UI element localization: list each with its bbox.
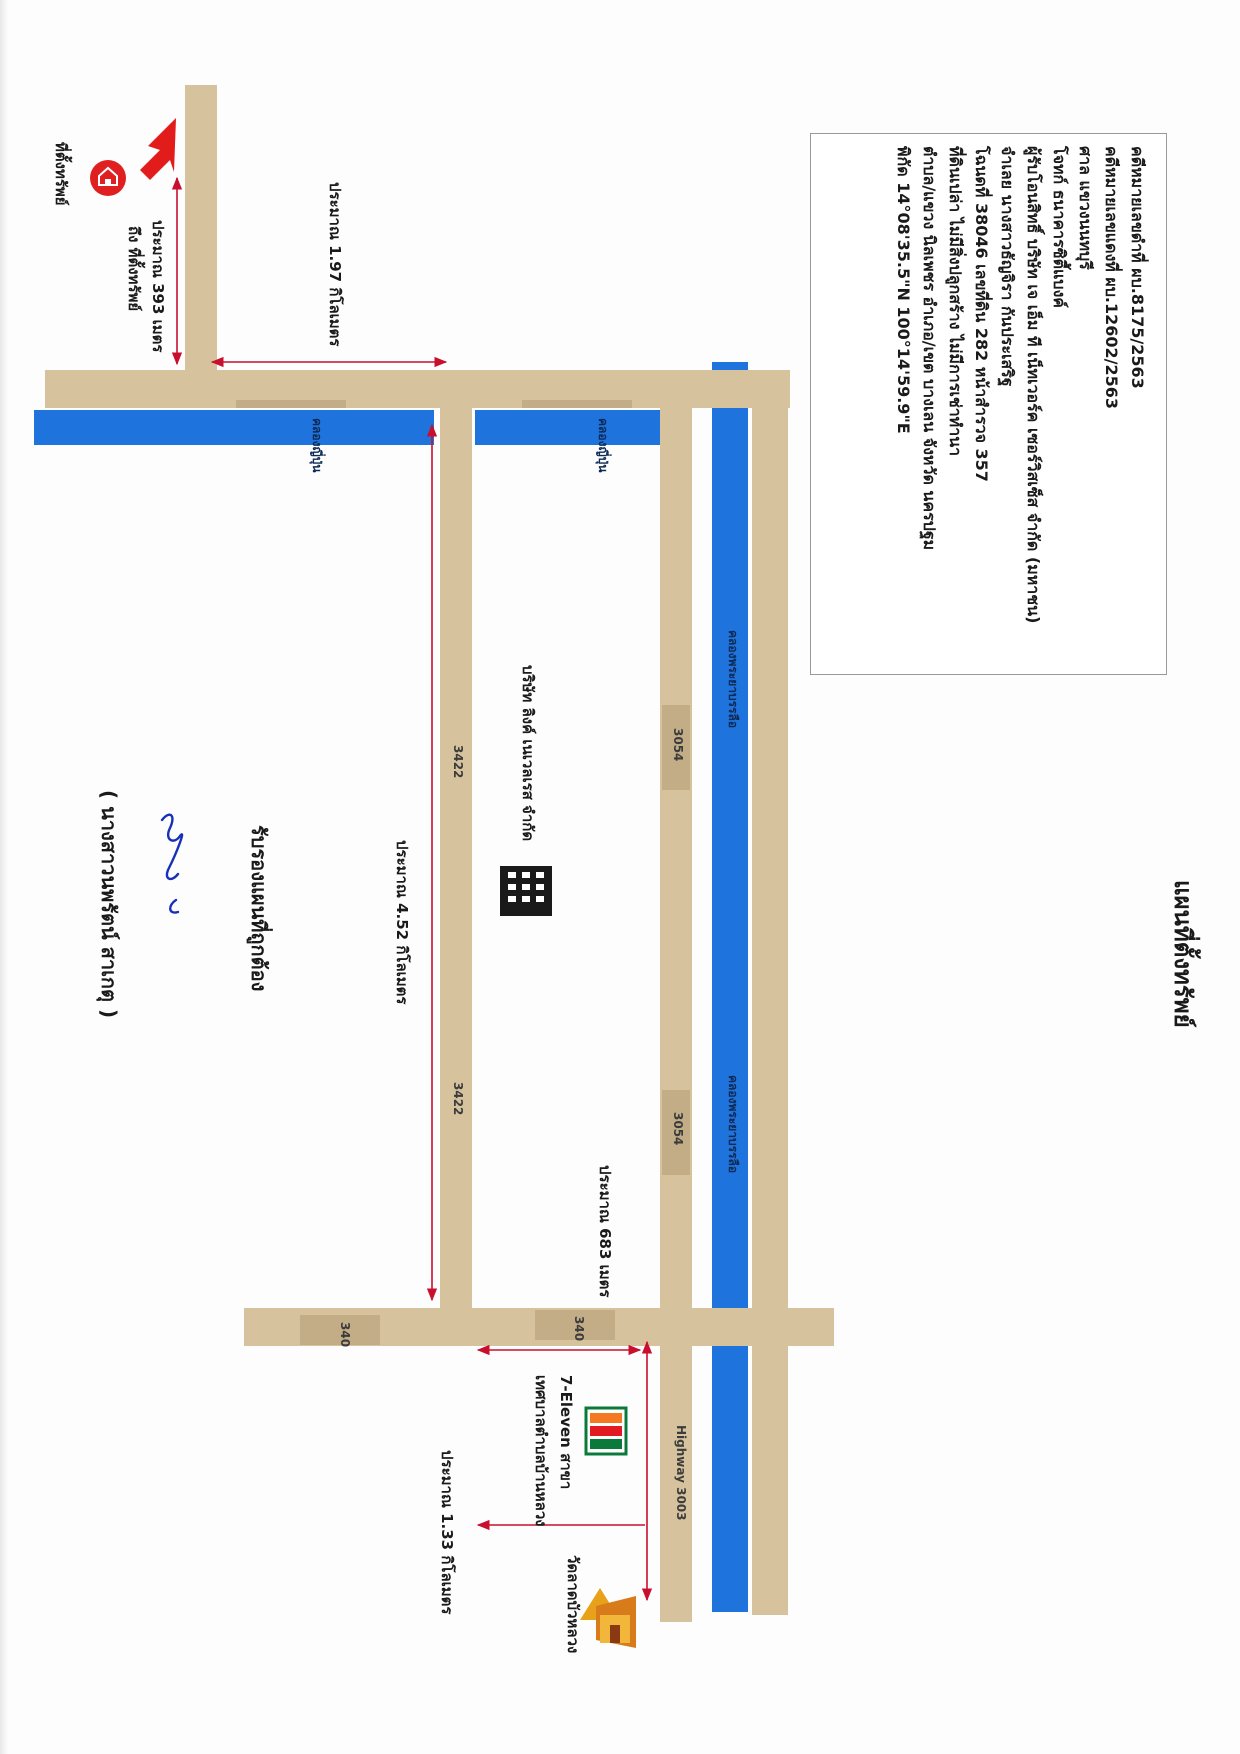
seven-eleven-label: 7-Eleven สาขา xyxy=(557,1375,575,1490)
assignee-name: ผู้รับโอนสิทธิ์ บริษัท เจ เอ็ม ที เน็ทเว… xyxy=(1024,146,1043,624)
canal-label-2: คลองพระยาบรรลือ xyxy=(726,1075,740,1174)
company-label: บริษัท ลิงค์ เนเวลเรส จำกัด xyxy=(519,665,537,842)
signature-icon xyxy=(160,813,184,914)
klong-yipun-label-1: คลองญี่ปุ่น xyxy=(310,418,324,473)
property-note-label: ถึง ที่ตั้งทรัพย์ xyxy=(125,226,143,312)
shield-340-b xyxy=(300,1315,380,1345)
distance-683-label: ประมาณ 683 เมตร xyxy=(596,1165,614,1298)
coordinates-text: พิกัด 14°08'35.5"N 100°14'59.9"E xyxy=(894,146,913,434)
distance-452-label: ประมาณ 4.52 กิโลเมตร xyxy=(393,840,411,1005)
road-horizontal-top xyxy=(45,370,790,408)
shield-3054-b xyxy=(662,1090,690,1175)
defendant-name: จำเลย นางสาวธัญจิรา กันประเสริฐ xyxy=(998,146,1017,387)
shield-340-a xyxy=(535,1310,615,1340)
page-title: แผนที่ตั้งทรัพย์ xyxy=(1169,880,1197,1028)
route-3422-label-b: 3422 xyxy=(451,1082,465,1116)
distance-393-label: ประมาณ 393 เมตร xyxy=(149,220,167,353)
road-3054 xyxy=(660,407,692,1622)
canal-vertical xyxy=(712,362,748,1612)
distance-133-label: ประมาณ 1.33 กิโลเมตร xyxy=(438,1450,456,1615)
municipality-label: เทศบาลตำบลบ้านหลวง xyxy=(532,1375,550,1527)
distance-197-label: ประมาณ 1.97 กิโลเมตร xyxy=(326,182,344,347)
road-outer-vertical xyxy=(752,370,788,1615)
red-case-number: คดีหมายเลขแดงที่ ผบ.12602/2563 xyxy=(1102,146,1121,410)
canal-horizontal-right xyxy=(475,410,665,445)
shield-klong-2 xyxy=(522,400,632,408)
location-text: ตำบล/แขวง นิลเพชร อำเภอ/เขต บางเลน จังหว… xyxy=(920,146,939,551)
canal-horizontal-left xyxy=(34,410,434,445)
black-case-number: คดีหมายเลขดำที่ ผบ.8175/2563 xyxy=(1128,146,1147,389)
highway-3003-label: Highway 3003 xyxy=(674,1425,688,1521)
page-edge xyxy=(0,0,8,1754)
deed-number: โฉนดที่ 38046 เลขที่ดิน 282 หน้าสำรวจ 35… xyxy=(972,146,991,482)
road-top-vertical xyxy=(185,85,217,370)
temple-label: วัดลาดบัวหลวง xyxy=(564,1555,582,1654)
signer-name: ( นางสาวนพรัตน์ สาเกตุ ) xyxy=(97,790,121,1019)
temple-icon xyxy=(580,1588,636,1648)
case-info-box: คดีหมายเลขดำที่ ผบ.8175/2563 คดีหมายเลขแ… xyxy=(810,133,1167,675)
land-status: ที่ดินเปล่า ไม่มีสิ่งปลูกสร้าง ไม่มีการเ… xyxy=(946,146,965,457)
route-3054-label-b: 3054 xyxy=(671,1112,685,1146)
certify-heading: รับรองแผนที่ถูกต้อง xyxy=(247,825,271,992)
house-marker-icon xyxy=(90,160,126,196)
route-3422-label-a: 3422 xyxy=(451,745,465,779)
red-arrow-icon xyxy=(140,118,176,180)
building-icon xyxy=(500,866,552,916)
klong-yipun-label-2: คลองญี่ปุ่น xyxy=(596,418,610,473)
property-label: ที่ตั้งทรัพย์ xyxy=(52,142,70,206)
seven-eleven-icon xyxy=(584,1406,628,1456)
canal-label-1: คลองพระยาบรรลือ xyxy=(726,630,740,729)
shield-klong-1 xyxy=(236,400,346,408)
court-name: ศาล แขวงนนทบุรี xyxy=(1076,146,1095,270)
route-340-label-b: 340 xyxy=(338,1322,352,1348)
plaintiff-name: โจทก์ ธนาคารซิตี้แบงค์ xyxy=(1050,146,1069,308)
shield-3054-a xyxy=(662,705,690,790)
road-3422 xyxy=(440,407,472,1312)
route-3054-label-a: 3054 xyxy=(671,728,685,762)
route-340-label-a: 340 xyxy=(572,1316,586,1342)
